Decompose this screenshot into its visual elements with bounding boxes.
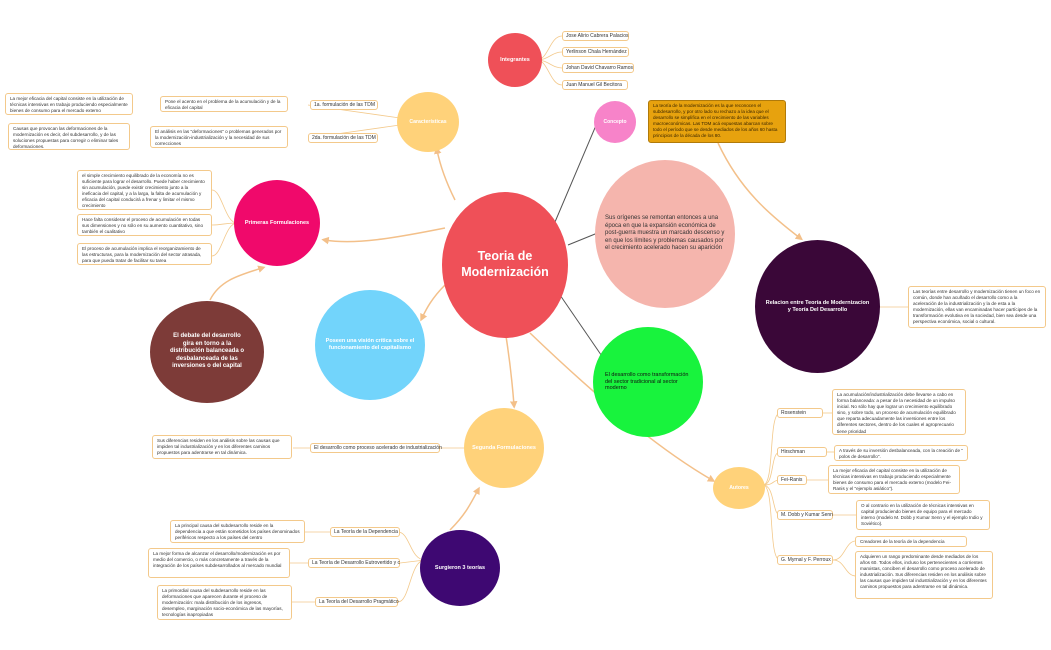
relacion-node[interactable]: Relacion entre Teoría de Modernizacion y… xyxy=(755,240,880,373)
primeras-item-2: Hace falta considerar el proceso de acum… xyxy=(77,214,212,236)
vision-node[interactable]: Poseen una visión crítica sobre el funci… xyxy=(315,290,425,400)
concepto-text-box: La teoría de la modernización es la que … xyxy=(648,100,786,143)
origenes-node[interactable]: Sus orígenes se remontan entonces a una … xyxy=(595,160,735,308)
central-title-line2: Modernización xyxy=(461,265,549,279)
autor-rosenstein-tag[interactable]: Rosenstein xyxy=(777,408,823,418)
member-3[interactable]: Johan David Chavarro Ramos xyxy=(562,63,634,73)
central-title-line1: Teoria de xyxy=(477,249,533,264)
origenes-text: Sus orígenes se remontan entonces a una … xyxy=(605,215,725,252)
segunda-formulacion-desc: El análisis en las "deformaciones" o pro… xyxy=(150,126,288,148)
member-1[interactable]: Jose Alirio Cabrera Palacios xyxy=(562,31,629,41)
primera-formulacion-detail: La mejor eficacia del capital consiste e… xyxy=(5,93,133,115)
autores-node[interactable]: Autores xyxy=(713,467,765,509)
autor-dobb-senn-tag[interactable]: M. Dobb y Kumar Senn xyxy=(777,510,833,520)
member-4[interactable]: Juan Manuel Gil Becitora xyxy=(562,80,628,90)
integrantes-label: Integrantes xyxy=(500,56,530,63)
autor-myrnal-perroux-tag[interactable]: G. Myrnal y F. Perroux xyxy=(777,555,833,565)
concepto-node[interactable]: Concepto xyxy=(594,101,636,143)
primeras-item-1: el simple crecimiento equilibrado de la … xyxy=(77,170,212,210)
teoria-dependencia-tag[interactable]: La Teoría de la Dependencia xyxy=(330,527,400,537)
segunda-formulacion-tag[interactable]: 2da. formulación de las TDM xyxy=(308,133,378,143)
autor-rosenstein-text: La acumulación/industrialización debe ll… xyxy=(832,389,966,435)
vision-text: Poseen una visión crítica sobre el funci… xyxy=(325,338,415,351)
segunda-item-tag[interactable]: El desarrollo como proceso acelerado de … xyxy=(310,443,442,453)
autor-dobb-senn-text: O al contrario en la utilización de técn… xyxy=(856,500,990,530)
autor-hirschman-tag[interactable]: Hirschman xyxy=(777,447,827,457)
segunda-label: Segunda Formulaciones xyxy=(472,444,536,451)
teoria-pragmatico-detail: La primordial causa del subdesarrollo re… xyxy=(157,585,292,620)
teoria-eutrovertido-detail: La mejor forma de alcanzar el desarrollo… xyxy=(148,548,290,578)
primeras-label: Primeras Formulaciones xyxy=(244,219,310,226)
autores-label: Autores xyxy=(729,484,749,491)
transformacion-text: El desarrollo como transformación del se… xyxy=(605,371,689,392)
autor-myrnal-perroux-text-1: Creadores de la teoría de la dependencia xyxy=(855,536,967,547)
debate-node[interactable]: El debate del desarrollo gira en torno a… xyxy=(150,301,264,403)
teoria-eutrovertido-tag[interactable]: La Teoría de Desarrollo Eutrovertido y c xyxy=(308,558,400,568)
autor-fei-ranis-tag[interactable]: Fei-Ranis xyxy=(777,475,807,485)
surgieron-node[interactable]: Surgieron 3 teorías xyxy=(420,530,500,606)
autor-fei-ranis-text: La mejor eficacia del capital consiste e… xyxy=(828,465,960,494)
autor-hirschman-text: A través de su inversión desbalanceada, … xyxy=(834,445,968,461)
member-2[interactable]: Yerlinson Chala Hernández xyxy=(562,47,629,57)
segunda-formulacion-detail: Causas que provocan las deformaciones de… xyxy=(8,123,130,150)
autor-myrnal-perroux-text-2: Adquieren un rango predominante desde me… xyxy=(855,551,993,599)
primeras-formulaciones-node[interactable]: Primeras Formulaciones xyxy=(234,180,320,266)
caracteristicas-node[interactable]: Características xyxy=(397,92,459,152)
transformacion-node[interactable]: El desarrollo como transformación del se… xyxy=(593,327,703,437)
integrantes-node[interactable]: Integrantes xyxy=(488,33,542,87)
concepto-label: Concepto xyxy=(603,118,627,125)
caracteristicas-label: Características xyxy=(409,118,447,125)
primeras-item-3: El proceso de acumulación implica el reo… xyxy=(77,243,212,265)
teoria-pragmatico-tag[interactable]: La Teoría del Desarrollo Pragmático xyxy=(315,597,399,607)
debate-text: El debate del desarrollo gira en torno a… xyxy=(170,333,245,370)
segunda-detail: Sus diferencias residen en los análisis … xyxy=(152,435,292,459)
surgieron-label: Surgieron 3 teorías xyxy=(434,564,486,571)
teoria-dependencia-detail: La principal causa del subdesarrollo res… xyxy=(170,520,305,543)
relacion-text-box: Las teorías entre desarrollo y moderniza… xyxy=(908,286,1046,328)
relacion-label: Relacion entre Teoría de Modernizacion y… xyxy=(765,299,870,313)
primera-formulacion-desc: Pone el acento en el problema de la acum… xyxy=(160,96,288,112)
primera-formulacion-tag[interactable]: 1a. formulación de las TDM xyxy=(310,100,378,110)
segunda-formulaciones-node[interactable]: Segunda Formulaciones xyxy=(464,408,544,488)
